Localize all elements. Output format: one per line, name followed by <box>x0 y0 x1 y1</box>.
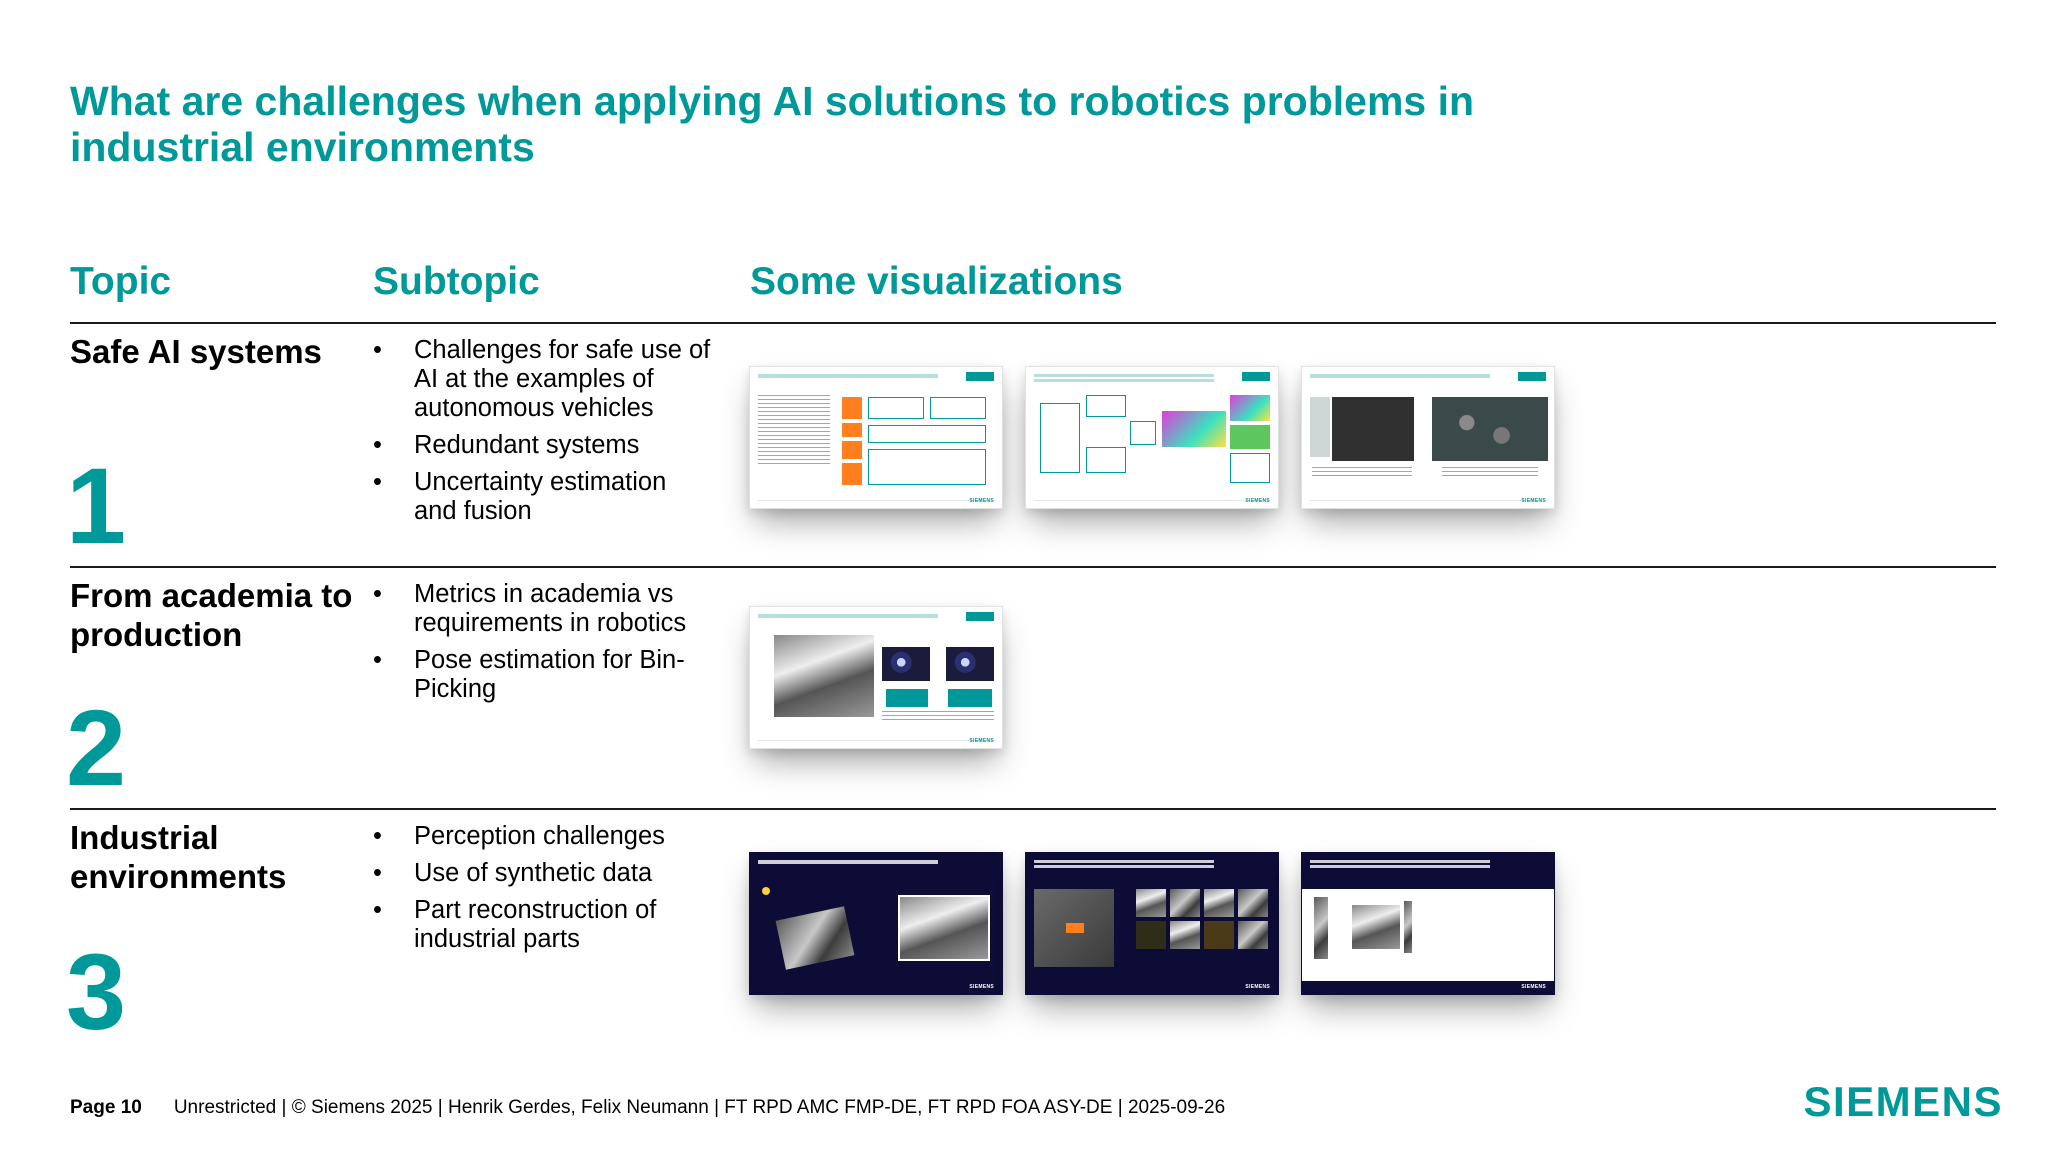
topic-number: 1 <box>66 445 127 566</box>
topic-row-safe-ai: Safe AI systems 1 •Challenges for safe u… <box>0 324 2048 566</box>
topic-title: Safe AI systems <box>70 333 322 370</box>
footer-text: Unrestricted | © Siemens 2025 | Henrik G… <box>173 1097 1226 1118</box>
page-number: Page 10 <box>70 1097 142 1118</box>
slide-thumbnail[interactable]: SIEMENS <box>1301 852 1555 995</box>
column-header-subtopic: Subtopic <box>373 260 540 303</box>
row-divider <box>70 808 1996 810</box>
slide-thumbnail[interactable]: SIEMENS <box>749 606 1003 749</box>
column-header-topic: Topic <box>70 260 172 303</box>
topic-row-industrial: Industrial environments 3 •Perception ch… <box>0 810 2048 1060</box>
header-rule <box>70 322 1996 324</box>
visualization-thumbnails: SIEMENS SIEMENS SIEMENS <box>749 366 1555 509</box>
subtopic-item: •Metrics in academia vs requirements in … <box>373 580 687 637</box>
topic-number: 3 <box>66 931 127 1052</box>
topic-row-academia: From academia to production 2 •Metrics i… <box>0 568 2048 808</box>
subtopic-list: •Challenges for safe use of AI at the ex… <box>373 336 713 534</box>
slide-thumbnail[interactable]: SIEMENS <box>1301 366 1555 509</box>
subtopic-item: •Use of synthetic data <box>373 859 653 887</box>
slide-thumbnail[interactable]: SIEMENS <box>1025 852 1279 995</box>
topic-title: From academia to production <box>70 577 353 653</box>
visualization-thumbnails: SIEMENS SIEMENS SIEMENS <box>749 852 1555 995</box>
slide-title: What are challenges when applying AI sol… <box>70 78 1475 170</box>
topic-number: 2 <box>66 687 127 808</box>
subtopic-item: •Uncertainty estimation and fusion <box>373 468 667 525</box>
slide-thumbnail[interactable]: SIEMENS <box>749 366 1003 509</box>
subtopic-item: •Challenges for safe use of AI at the ex… <box>373 336 711 422</box>
subtopic-item: •Perception challenges <box>373 822 665 850</box>
slide-thumbnail[interactable]: SIEMENS <box>1025 366 1279 509</box>
siemens-logo: SIEMENS <box>1803 1078 2003 1125</box>
visualization-thumbnails: SIEMENS <box>749 606 1003 749</box>
topic-title: Industrial environments <box>70 819 287 895</box>
subtopic-item: •Pose estimation for Bin-Picking <box>373 646 685 703</box>
slide-thumbnail[interactable]: SIEMENS <box>749 852 1003 995</box>
subtopic-item: •Part reconstruction of industrial parts <box>373 896 657 953</box>
row-divider <box>70 566 1996 568</box>
footer: Page 10 Unrestricted | © Siemens 2025 | H… <box>70 1097 1225 1119</box>
subtopic-item: •Redundant systems <box>373 431 640 459</box>
subtopic-list: •Perception challenges •Use of synthetic… <box>373 822 713 962</box>
subtopic-list: •Metrics in academia vs requirements in … <box>373 580 713 712</box>
column-header-visualizations: Some visualizations <box>750 260 1123 303</box>
